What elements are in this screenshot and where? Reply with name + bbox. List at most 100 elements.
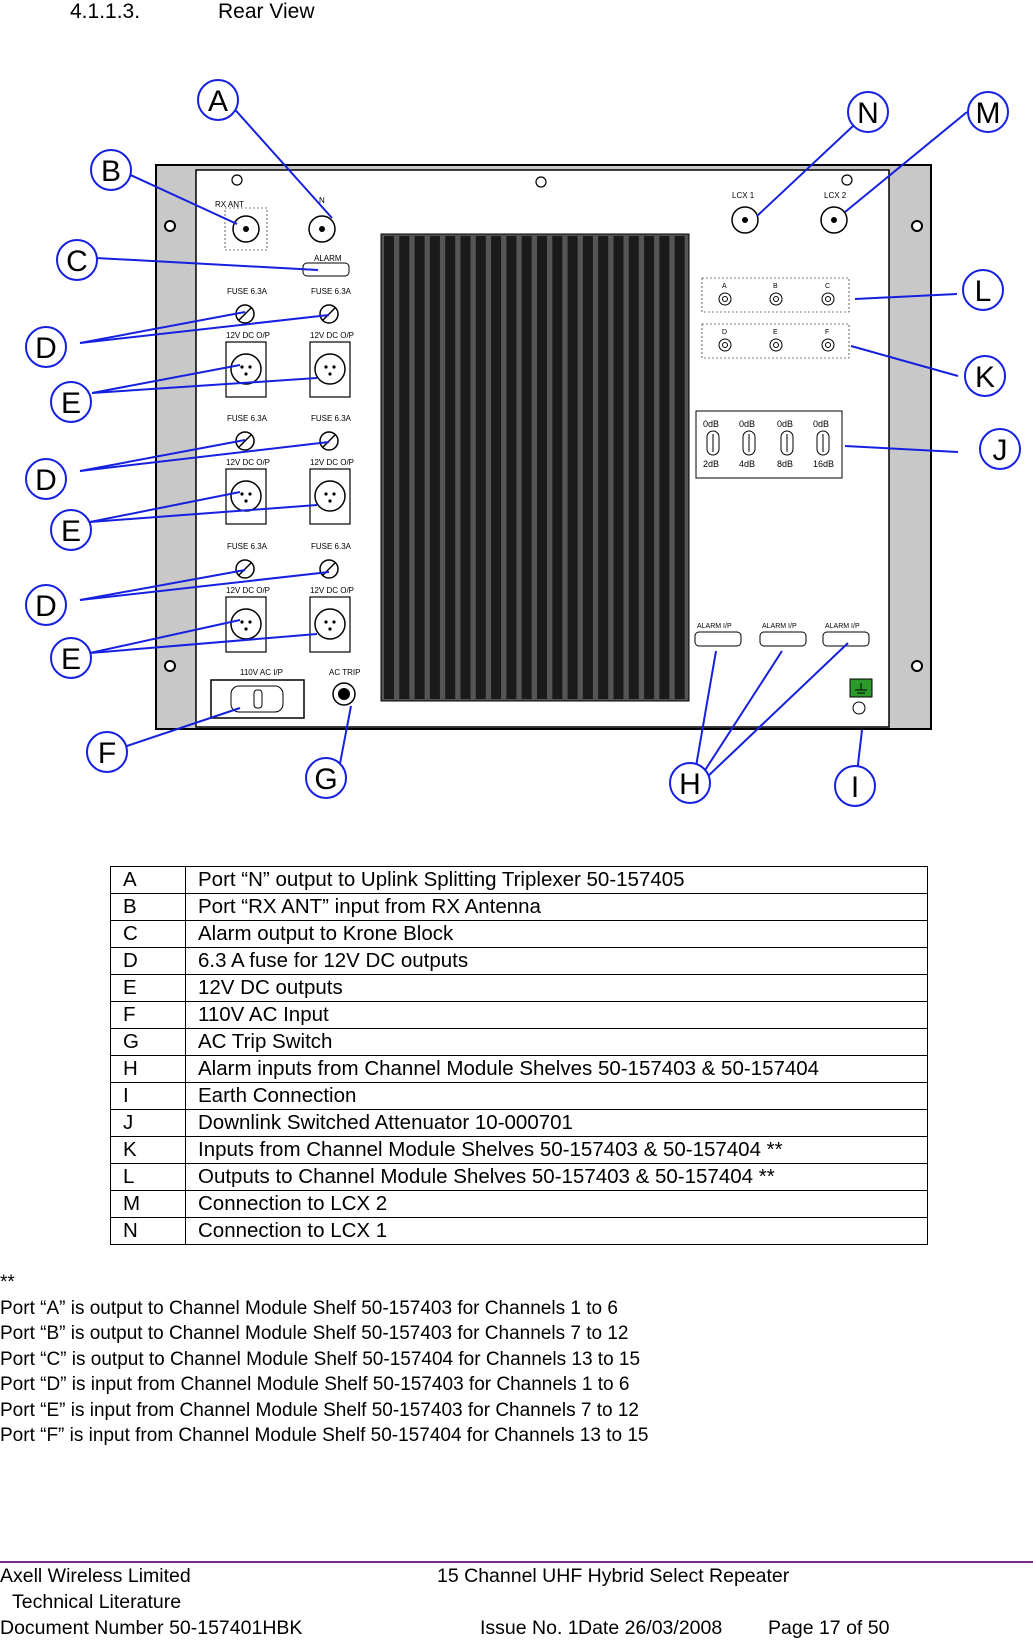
legend-description: Port “N” output to Uplink Splitting Trip… [185, 866, 928, 894]
callout-line [79, 439, 246, 472]
footer-date: Date 26/03/2008 [578, 1617, 723, 1639]
dc-out-socket [314, 353, 346, 385]
legend-key: L [110, 1163, 186, 1191]
heatsink-fin [414, 236, 425, 699]
legend-key: H [110, 1055, 186, 1083]
heatsink-fin [537, 236, 547, 699]
dc-out-label: 12V DC O/P [226, 586, 270, 595]
callout-label: D [35, 332, 57, 365]
heatsink-fin [567, 236, 578, 699]
callout-line [79, 311, 246, 344]
dc-out-socket [230, 480, 262, 512]
callout-bubble [669, 762, 711, 804]
legend-key: K [110, 1136, 186, 1164]
ac-trip-label: AC TRIP [329, 668, 360, 677]
port-center [825, 296, 831, 302]
callout-label: M [976, 97, 1001, 130]
callout-label: J [993, 434, 1008, 467]
callout-line [89, 504, 318, 523]
port-label: E [773, 329, 778, 336]
legend-key: N [110, 1217, 186, 1245]
legend-description: 12V DC outputs [185, 974, 928, 1002]
port-center [722, 296, 728, 302]
callout-bubble [56, 239, 98, 281]
callout-bubble [964, 355, 1006, 397]
callout-line [95, 257, 319, 271]
callout-line [79, 569, 246, 601]
callout-label: H [679, 768, 701, 801]
dc-out-socket [314, 608, 346, 640]
port-connector [821, 292, 835, 306]
callout-label: N [857, 97, 879, 130]
heatsink-fin [582, 236, 593, 699]
atten-top-label: 0dB [777, 419, 793, 429]
port-label: D [722, 329, 727, 336]
callout-bubble [847, 91, 889, 133]
dc-pin [324, 620, 328, 624]
dc-pin [332, 492, 336, 496]
port-connector [718, 338, 732, 352]
heatsink-fin [506, 236, 517, 699]
dc-out-socket [314, 480, 346, 512]
port-label: A [722, 283, 727, 290]
lcx1-label: LCX 1 [732, 191, 755, 200]
callout-line [89, 619, 241, 654]
ac-trip-switch: AC TRIP [329, 668, 360, 706]
alarm-in-label: ALARM I/P [762, 623, 797, 630]
footer-doc-title: 15 Channel UHF Hybrid Select Repeater [437, 1565, 790, 1587]
fuse-slot [238, 562, 252, 576]
dc-out-label: 12V DC O/P [226, 331, 270, 340]
dc-pin [324, 492, 328, 496]
panel-screws [231, 174, 853, 188]
callout-bubble [834, 765, 876, 807]
legend-description: Downlink Switched Attenuator 10-000701 [185, 1109, 928, 1137]
heatsink-fin [445, 236, 456, 699]
legend-key: B [110, 893, 186, 921]
alarm-in-connector [759, 631, 807, 647]
atten-bottom-label: 8dB [777, 459, 793, 469]
port-center [773, 296, 779, 302]
callout-line [854, 293, 958, 300]
fuse-label: FUSE 6.3A [311, 542, 352, 551]
legend-description: Inputs from Channel Module Shelves 50-15… [185, 1136, 928, 1164]
n-connector: N [308, 196, 336, 243]
rx-ant-connector: RX ANT [215, 200, 268, 251]
legend-key: M [110, 1190, 186, 1218]
atten-top-label: 0dB [739, 419, 755, 429]
heatsink-fin [429, 236, 440, 699]
note-line: Port “B” is output to Channel Module She… [0, 1323, 629, 1344]
lcx2-label: LCX 2 [824, 191, 847, 200]
dc-out-label: 12V DC O/P [226, 458, 270, 467]
footer-literature: Technical Literature [12, 1591, 182, 1613]
heatsink-fin [460, 236, 471, 699]
footer-issue: Issue No. 1 [480, 1617, 579, 1639]
heatsink-fin [399, 236, 410, 699]
port-connector [821, 338, 835, 352]
dc-out-label: 12V DC O/P [310, 586, 354, 595]
dc-pin [324, 365, 328, 369]
legend-description: Alarm output to Krone Block [185, 920, 928, 948]
atten-top-label: 0dB [813, 419, 829, 429]
callout-line [705, 642, 849, 779]
callout-line [229, 103, 333, 219]
callout-bubble [50, 381, 92, 423]
dc-pin [248, 492, 252, 496]
callout-label: E [61, 643, 81, 676]
footer-company: Axell Wireless Limited [0, 1565, 191, 1587]
atten-bottom-label: 4dB [739, 459, 755, 469]
dc-out-socket [230, 353, 262, 385]
legend-key: G [110, 1028, 186, 1056]
atten-bottom-label: 2dB [703, 459, 719, 469]
callout-bubble [967, 91, 1009, 133]
